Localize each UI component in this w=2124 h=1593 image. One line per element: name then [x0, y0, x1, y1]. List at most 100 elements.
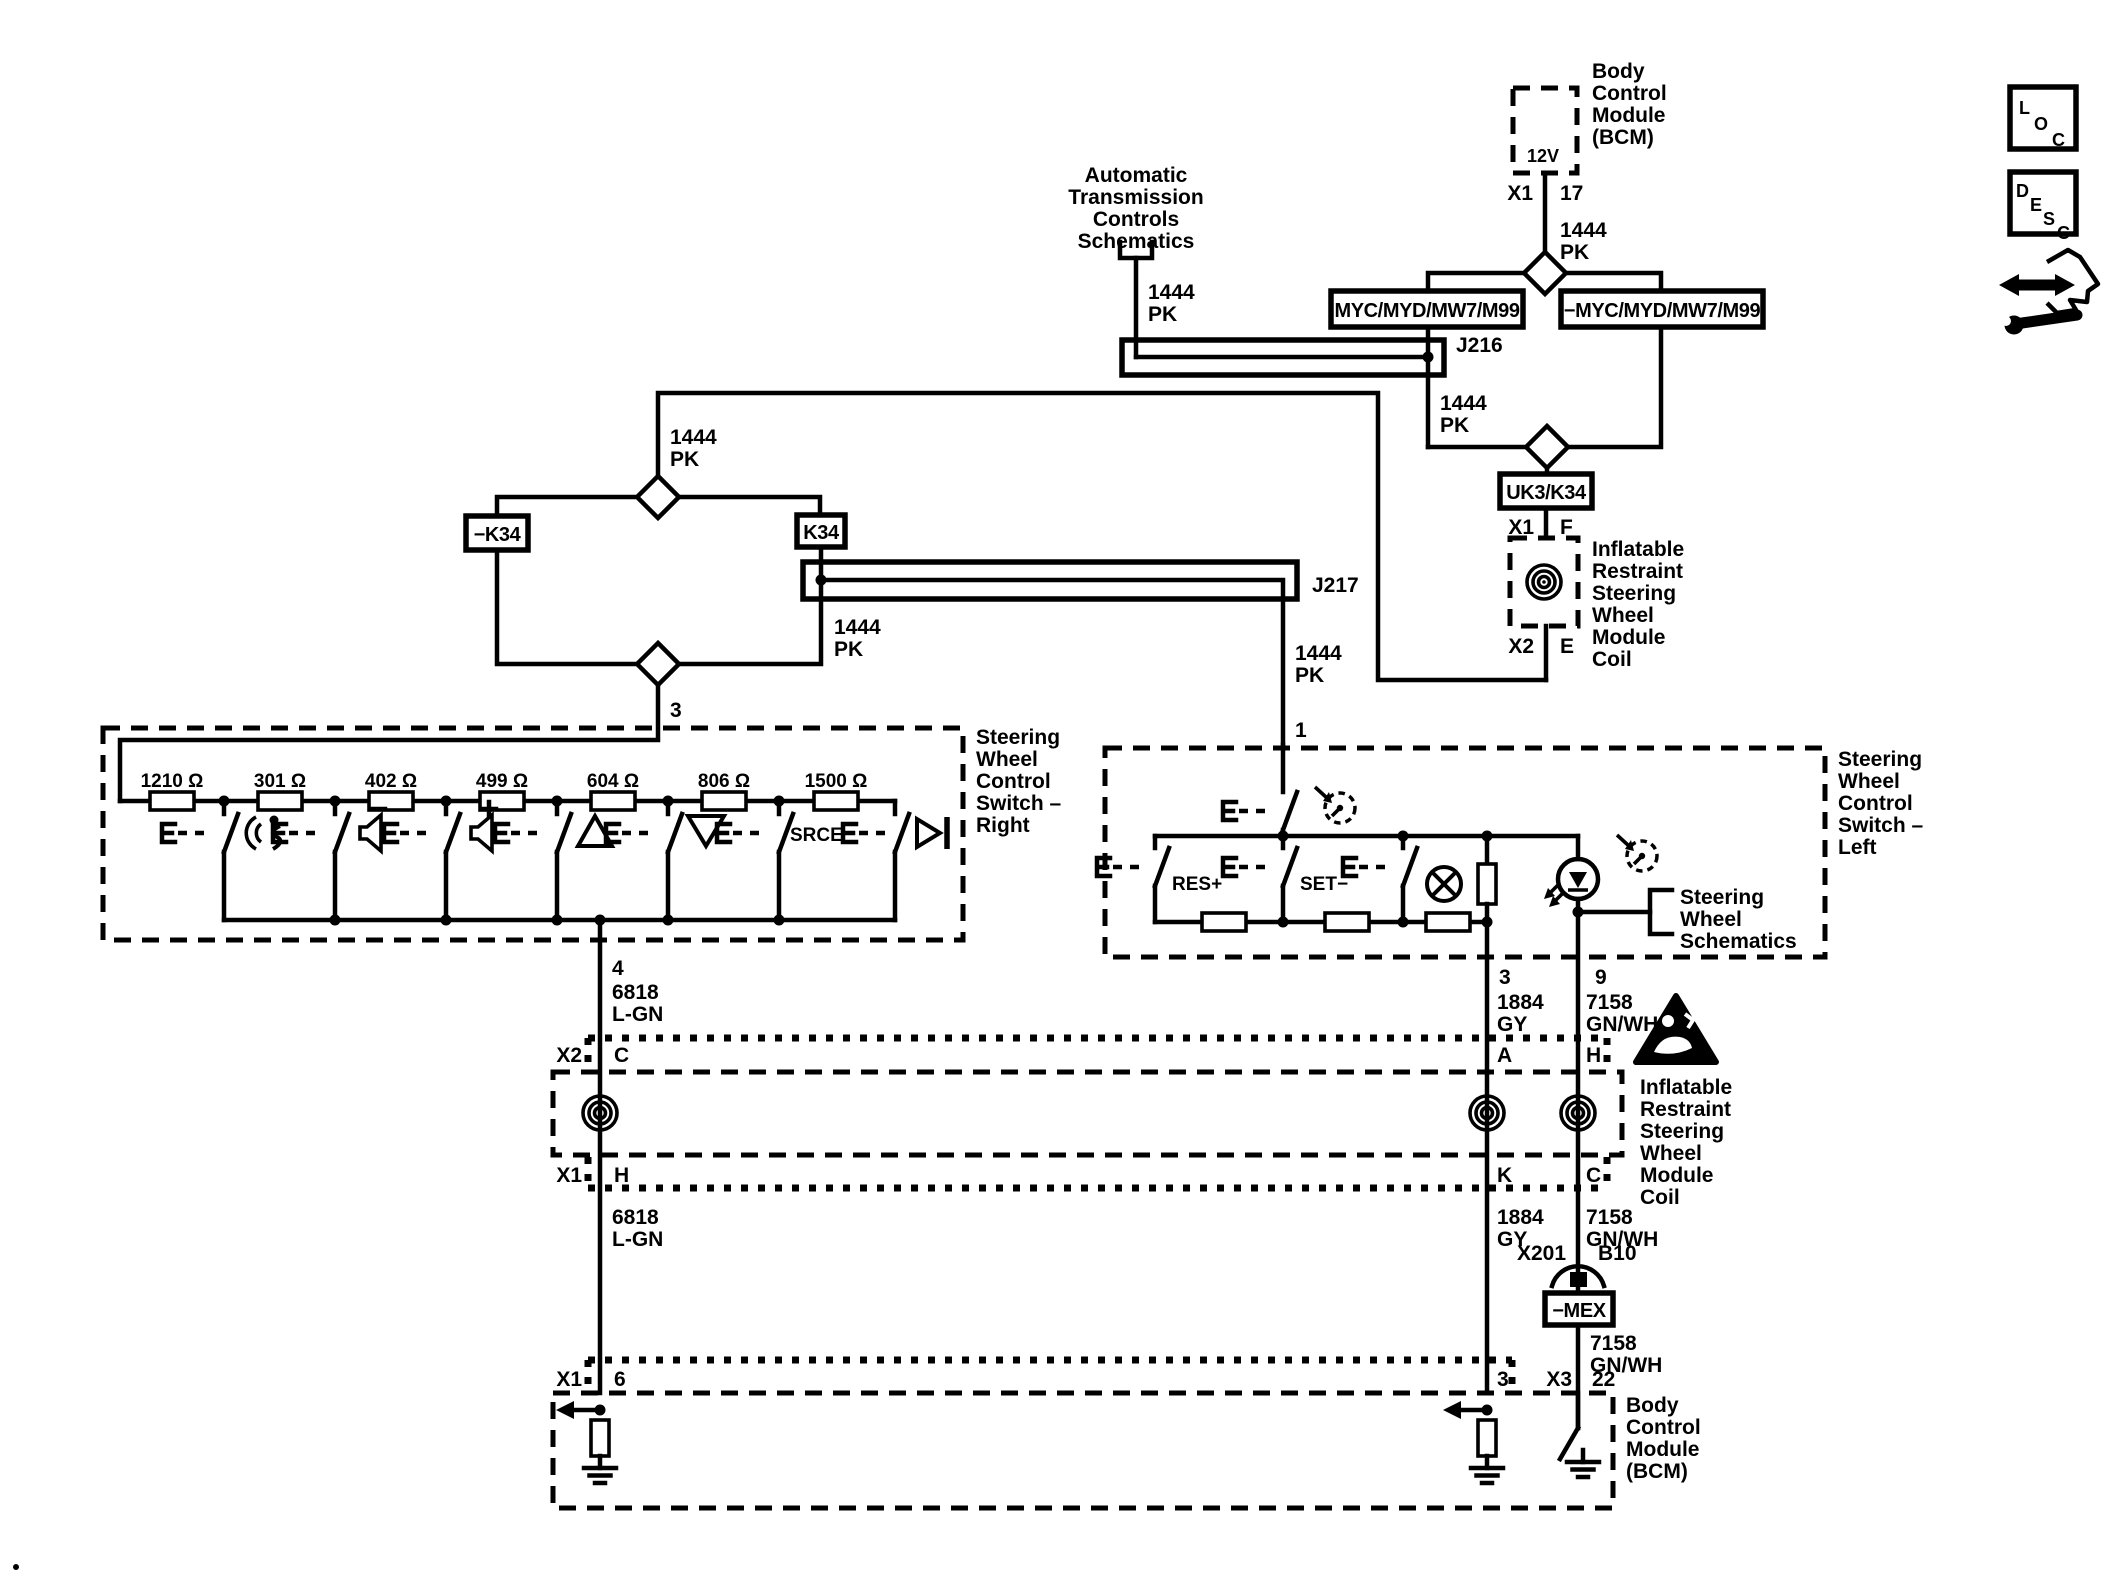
svg-text:Controls: Controls	[1093, 208, 1179, 231]
clockspring-coil-left	[581, 1094, 619, 1132]
svg-text:C: C	[2057, 223, 2070, 243]
rpo-not-myc-box	[1558, 288, 1766, 330]
svg-text:7158: 7158	[1586, 991, 1633, 1014]
svg-text:604 Ω: 604 Ω	[587, 771, 639, 792]
low-side-driver-switch	[1556, 1390, 1599, 1477]
svg-text:X2: X2	[556, 1044, 582, 1067]
loc-button[interactable]: L O C	[2007, 84, 2079, 152]
bcm-bottom-internals	[556, 1390, 1599, 1483]
cruise-gauge-icon	[1313, 785, 1357, 825]
clockspring-coil-top	[1525, 563, 1563, 601]
left-box-title: Steering	[1838, 748, 1922, 771]
svg-text:C: C	[2052, 130, 2065, 150]
svg-text:E: E	[1560, 635, 1574, 658]
volume-down-icon	[358, 806, 388, 853]
svg-text:S: S	[2043, 209, 2055, 229]
seek-down-icon	[684, 814, 728, 850]
volume-up-icon	[469, 799, 499, 853]
j217-junction-dot	[815, 574, 827, 586]
splice-diamond-2	[1526, 426, 1568, 468]
svg-text:Left: Left	[1838, 836, 1877, 859]
svg-text:C: C	[1586, 1164, 1601, 1187]
right-box-title: Steering	[976, 726, 1060, 749]
connector-row-bcm-x1	[584, 1356, 1516, 1391]
connector-row-x2	[584, 1034, 1611, 1070]
rpo-not-k34: −K34	[474, 524, 522, 546]
resistor-604	[589, 790, 637, 812]
svg-text:Module: Module	[1640, 1164, 1714, 1187]
svg-text:1444: 1444	[670, 426, 717, 449]
left-box-pin-b: 9	[1595, 966, 1607, 989]
svg-text:1444: 1444	[1560, 219, 1607, 242]
atc-note: Automatic	[1085, 164, 1188, 187]
svg-text:Wheel: Wheel	[1640, 1142, 1702, 1165]
svg-text:1884: 1884	[1497, 1206, 1544, 1229]
svg-text:1884: 1884	[1497, 991, 1544, 1014]
wire-coil-top	[655, 390, 1549, 683]
svg-text:7158: 7158	[1586, 1206, 1633, 1229]
left-switch-box	[1102, 745, 1828, 960]
resistor-value: 1210 Ω	[141, 771, 204, 792]
rpo-not-mex: −MEX	[1552, 1300, 1606, 1322]
loc-label-l: L	[2019, 98, 2030, 118]
resistor-1210	[148, 790, 196, 812]
svg-text:1500 Ω: 1500 Ω	[805, 771, 868, 792]
svg-text:1444: 1444	[834, 616, 881, 639]
resume-label: RES+	[1172, 874, 1222, 895]
page-dot	[13, 1564, 19, 1570]
bcm-12v: 12V	[1527, 146, 1559, 166]
svg-text:6: 6	[614, 1368, 626, 1391]
svg-text:GN/WH: GN/WH	[1586, 1013, 1658, 1036]
svg-text:Switch –: Switch –	[1838, 814, 1924, 837]
switch-volume-up	[384, 798, 463, 923]
svg-text:Transmission: Transmission	[1068, 186, 1203, 209]
switch-next-track	[843, 798, 912, 923]
svg-text:Coil: Coil	[1640, 1186, 1680, 1209]
switch-resume	[1097, 833, 1172, 925]
svg-text:301 Ω: 301 Ω	[254, 771, 306, 792]
switch-seek-up	[495, 798, 574, 923]
coil-top-label: Inflatable	[1592, 538, 1684, 561]
svg-text:1444: 1444	[1295, 642, 1342, 665]
svg-text:3: 3	[1497, 1368, 1509, 1391]
svg-text:Wheel: Wheel	[1592, 604, 1654, 627]
j216-junction-dot	[1422, 351, 1434, 363]
rpo-not-myc: −MYC/MYD/MW7/M99	[1564, 300, 1761, 322]
svg-text:Wheel: Wheel	[1680, 908, 1742, 931]
svg-text:22: 22	[1592, 1368, 1615, 1391]
svg-text:Coil: Coil	[1592, 648, 1632, 671]
clockspring-coil-mid	[1468, 1094, 1506, 1132]
switch-source	[717, 798, 796, 923]
svg-text:PK: PK	[1560, 241, 1589, 264]
srs-warning-icon	[1633, 993, 1719, 1065]
svg-text:X1: X1	[556, 1164, 582, 1187]
jump-wrench-icon[interactable]	[1999, 247, 2101, 335]
rpo-myc-box	[1328, 288, 1526, 330]
svg-text:PK: PK	[1148, 303, 1177, 326]
svg-text:(BCM): (BCM)	[1626, 1460, 1688, 1483]
next-track-icon	[915, 815, 950, 851]
svg-text:C: C	[614, 1044, 629, 1067]
seek-up-icon	[574, 811, 616, 848]
desc-button[interactable]: D E S C	[2007, 169, 2079, 243]
j217-splice-pack	[800, 559, 1300, 602]
wire-j217-out	[818, 577, 1286, 748]
svg-text:GY: GY	[1497, 1013, 1527, 1036]
svg-text:Module: Module	[1592, 626, 1666, 649]
left-switch-internals	[1097, 742, 1675, 1396]
svg-text:E: E	[2030, 195, 2042, 215]
splice-j216: J216	[1456, 334, 1503, 357]
rpo-k34: K34	[803, 522, 840, 544]
svg-text:Control: Control	[1838, 792, 1913, 815]
svg-text:Steering: Steering	[1592, 582, 1676, 605]
svg-text:Restraint: Restraint	[1640, 1098, 1731, 1121]
resistor-1500	[812, 790, 860, 812]
svg-text:PK: PK	[670, 448, 699, 471]
connector-row-x1	[584, 1157, 1611, 1192]
j216-splice-pack	[1119, 337, 1447, 378]
splice-j217: J217	[1312, 574, 1359, 597]
off-page-bracket	[1647, 887, 1675, 937]
left-box-pin-a: 3	[1499, 966, 1511, 989]
svg-text:7158: 7158	[1590, 1332, 1637, 1355]
